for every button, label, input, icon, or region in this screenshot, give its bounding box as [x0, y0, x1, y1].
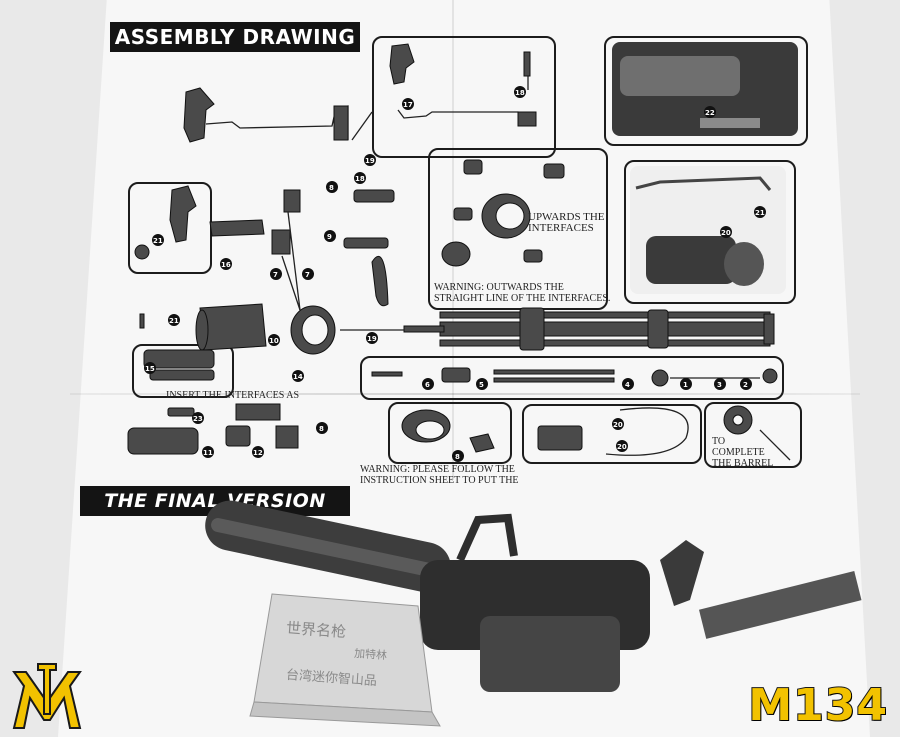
svg-text:23: 23 [193, 415, 203, 423]
svg-text:5: 5 [479, 381, 484, 389]
svg-text:21: 21 [169, 317, 179, 325]
inset-frame-interfaces [428, 148, 608, 310]
svg-text:2: 2 [743, 381, 748, 389]
final-product-image [205, 500, 862, 692]
svg-text:16: 16 [221, 261, 231, 269]
svg-text:3: 3 [717, 381, 722, 389]
svg-text:6: 6 [425, 381, 430, 389]
small-parts-drawing [271, 189, 395, 311]
cylinder-drawing [139, 303, 336, 355]
placard-line-1: 世界名枪 [285, 620, 347, 642]
inset-frame-housing [132, 344, 234, 398]
barrel-drawing [340, 307, 775, 351]
svg-text:20: 20 [721, 229, 731, 237]
cable-drawing [537, 407, 689, 456]
inset-frame-cable [522, 404, 702, 464]
svg-text:18: 18 [515, 89, 525, 97]
svg-text:11: 11 [203, 449, 213, 457]
step-badges: 8 18 19 17 18 22 21 20 21 16 7 7 9 21 10… [144, 86, 766, 462]
svg-text:15: 15 [145, 365, 155, 373]
svg-text:8: 8 [319, 425, 324, 433]
photo-top-right [612, 42, 798, 136]
ring-drawing [401, 409, 495, 453]
note-insert-interfaces: INSERT THE INTERFACES AS [166, 390, 300, 401]
inset-frame-ring [388, 402, 512, 464]
placard-line-2: 加特林 [353, 647, 388, 663]
note-warning-outwards: WARNING: OUTWARDS THE STRAIGHT LINE OF T… [434, 282, 611, 304]
interfaces-drawing [441, 159, 565, 267]
svg-text:9: 9 [327, 233, 332, 241]
note-warning-follow: WARNING: PLEASE FOLLOW THE INSTRUCTION S… [360, 464, 519, 486]
svg-text:17: 17 [403, 101, 413, 109]
inset-frame-photo-top-right [604, 36, 808, 146]
mj-logo-icon [12, 663, 82, 729]
grip-drawing [134, 185, 265, 260]
display-placard [249, 593, 441, 727]
svg-text:8: 8 [455, 453, 460, 461]
svg-text:7: 7 [273, 271, 278, 279]
inset-frame-barrel-parts [360, 356, 784, 400]
barrel-parts-drawing [371, 367, 778, 387]
inset-handle-drawing [389, 43, 537, 127]
inset-frame-top [372, 36, 556, 158]
handle-assembly-drawing [183, 87, 349, 143]
svg-text:22: 22 [705, 109, 715, 117]
assembly-drawing-header: ASSEMBLY DRAWING [110, 22, 360, 52]
svg-text:14: 14 [293, 373, 303, 381]
svg-text:7: 7 [305, 271, 310, 279]
svg-text:1: 1 [683, 381, 688, 389]
svg-text:20: 20 [613, 421, 623, 429]
svg-text:21: 21 [755, 209, 765, 217]
discs-drawing [723, 405, 791, 461]
svg-text:8: 8 [329, 184, 334, 192]
inset-frame-photo-right [624, 160, 796, 304]
svg-text:20: 20 [617, 443, 627, 451]
note-complete-barrel: TO COMPLETE THE BARREL [712, 436, 774, 469]
photo-right [630, 166, 786, 294]
svg-text:12: 12 [253, 449, 263, 457]
note-interfaces-upwards: UPWARDS THE INTERFACES [528, 211, 605, 234]
paper-fold-horizontal [70, 393, 860, 395]
svg-text:21: 21 [153, 237, 163, 245]
svg-text:10: 10 [269, 337, 279, 345]
svg-text:19: 19 [367, 335, 377, 343]
svg-text:4: 4 [625, 381, 630, 389]
model-label: M134 [747, 679, 888, 732]
svg-text:18: 18 [355, 175, 365, 183]
inset-frame-discs [704, 402, 802, 468]
svg-text:19: 19 [365, 157, 375, 165]
final-version-header: THE FINAL VERSION [80, 486, 350, 516]
paper-fold-vertical [452, 0, 454, 480]
housing-drawing [127, 349, 299, 455]
